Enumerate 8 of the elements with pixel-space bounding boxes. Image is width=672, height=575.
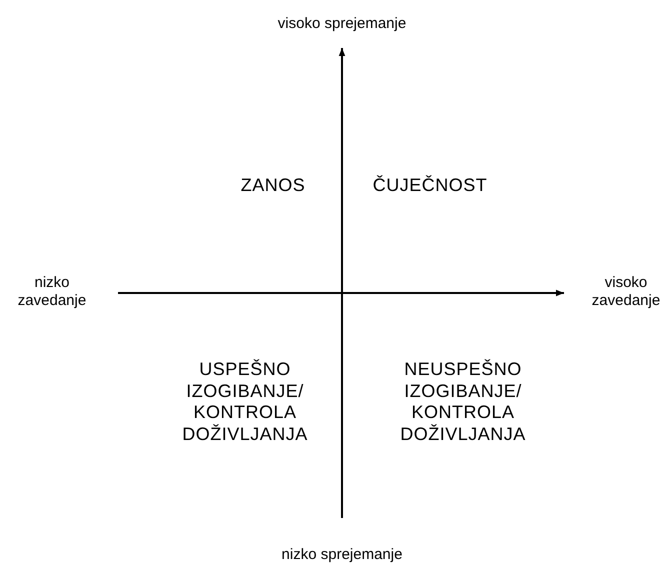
axis-label: nizko sprejemanje <box>280 546 404 564</box>
quadrant-label: NEUSPEŠNO IZOGIBANJE/ KONTROLA DOŽIVLJANJA <box>399 358 527 446</box>
axis-label: visoko sprejemanje <box>276 15 408 33</box>
axis-label: visoko zavedanje <box>590 274 662 310</box>
quadrant-label: ČUJEČNOST <box>372 175 488 197</box>
axis-label: nizko zavedanje <box>16 274 88 310</box>
quadrant-label: USPEŠNO IZOGIBANJE/ KONTROLA DOŽIVLJANJA <box>181 358 309 446</box>
quadrant-label: ZANOS <box>240 175 306 197</box>
